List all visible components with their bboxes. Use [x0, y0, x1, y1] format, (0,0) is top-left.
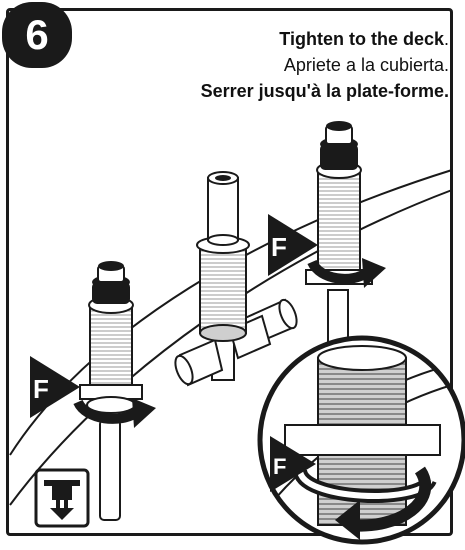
zoom-detail: F: [257, 335, 465, 545]
flag-arrow-icon: F: [268, 214, 318, 276]
flag-arrow-icon: F: [30, 356, 80, 418]
step-number-badge: 6: [2, 2, 72, 68]
instruction-english: Tighten to the deck.: [201, 26, 449, 52]
supply-pipes: [99, 289, 349, 521]
instruction-text: Tighten to the deck. Apriete a la cubier…: [201, 26, 449, 104]
instruction-french: Serrer jusqu'à la plate-forme.: [200, 81, 449, 101]
center-spout: [196, 171, 250, 342]
f-label: F: [271, 232, 287, 262]
rotate-arrow-icon: [307, 258, 386, 288]
left-valve: [79, 261, 143, 414]
instruction-english-period: .: [443, 29, 449, 49]
instruction-english-bold: Tighten to the deck: [279, 29, 444, 49]
f-label: F: [33, 374, 49, 404]
step-number: 6: [25, 11, 49, 58]
instruction-spanish: Apriete a la cubierta.: [283, 55, 449, 75]
f-label: F: [273, 454, 286, 479]
rotate-arrow-icon: [73, 398, 156, 428]
under-deck-install-icon: [34, 468, 90, 528]
diagram-frame: [6, 8, 453, 536]
